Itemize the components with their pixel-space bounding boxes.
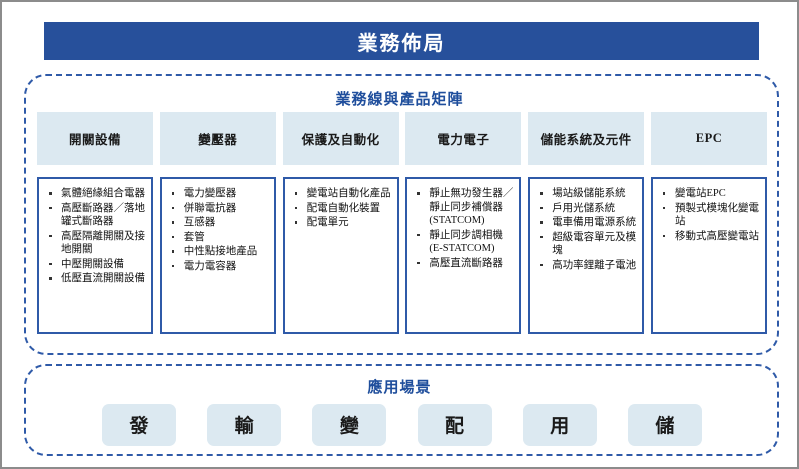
product-list-item: 戶用光儲系統 [534,202,638,216]
application-scenarios-title: 應用場景 [367,380,432,396]
product-list-item: 電車備用電源系統 [534,216,638,230]
product-list: 氣體絕緣組合電器高壓斷路器／落地罐式斷路器高壓隔離開關及接地開關中壓開關設備低壓… [43,187,147,286]
business-matrix-columns: 開關設備氣體絕緣組合電器高壓斷路器／落地罐式斷路器高壓隔離開關及接地開關中壓開關… [37,112,767,334]
matrix-column: 電力電子靜止無功發生器／靜止同步補償器 (STATCOM)靜止同步調相機 (E-… [405,112,522,334]
application-scenario-chip[interactable]: 儲 [627,403,702,446]
business-matrix-title: 業務線與產品矩陣 [335,92,464,108]
matrix-column-body: 氣體絕緣組合電器高壓斷路器／落地罐式斷路器高壓隔離開關及接地開關中壓開關設備低壓… [37,177,153,334]
business-matrix-group [24,74,779,355]
matrix-column-body: 場站級儲能系統戶用光儲系統電車備用電源系統超級電容單元及模塊高功率鋰離子電池 [528,177,645,334]
matrix-column-header[interactable]: 儲能系統及元件 [528,112,645,165]
product-list-item: 高壓斷路器／落地罐式斷路器 [43,202,147,229]
matrix-column-header[interactable]: 電力電子 [405,112,522,165]
product-list-item: 高功率鋰離子電池 [534,259,638,273]
matrix-column-header[interactable]: 變壓器 [159,112,276,165]
product-list-item: 低壓直流開關設備 [43,272,147,286]
matrix-column: 保護及自動化變電站自動化產品配電自動化裝置配電單元 [282,112,399,334]
matrix-column-header[interactable]: 保護及自動化 [282,112,399,165]
matrix-column-header[interactable]: 開關設備 [37,112,153,165]
product-list-item: 變電站自動化產品 [289,187,393,201]
product-list-item: 電力電容器 [166,260,270,274]
product-list-item: 高壓直流斷路器 [411,257,515,271]
matrix-column-body: 靜止無功發生器／靜止同步補償器 (STATCOM)靜止同步調相機 (E-STAT… [405,177,522,334]
matrix-column: 開關設備氣體絕緣組合電器高壓斷路器／落地罐式斷路器高壓隔離開關及接地開關中壓開關… [37,112,153,334]
product-list-item: 移動式高壓變電站 [657,230,761,244]
product-list: 變電站自動化產品配電自動化裝置配電單元 [289,187,393,230]
matrix-column: 儲能系統及元件場站級儲能系統戶用光儲系統電車備用電源系統超級電容單元及模塊高功率… [528,112,645,334]
matrix-column-header[interactable]: EPC [650,112,767,165]
matrix-column: 變壓器電力變壓器併聯電抗器互感器套管中性點接地產品電力電容器 [159,112,276,334]
application-scenario-chip[interactable]: 輸 [207,403,282,446]
product-list-item: 套管 [166,231,270,245]
product-list-item: 配電自動化裝置 [289,202,393,216]
product-list-item: 靜止無功發生器／靜止同步補償器 (STATCOM) [411,187,515,228]
product-list-item: 併聯電抗器 [166,202,270,216]
product-list-item: 互感器 [166,216,270,230]
product-list-item: 中性點接地產品 [166,245,270,259]
product-list-item: 配電單元 [289,216,393,230]
product-list-item: 變電站EPC [657,187,761,201]
application-scenario-chip[interactable]: 用 [522,403,597,446]
application-scenario-chip[interactable]: 發 [102,403,176,446]
product-list-item: 靜止同步調相機 (E-STATCOM) [411,229,515,256]
product-list-item: 場站級儲能系統 [534,187,638,201]
product-list-item: 高壓隔離開關及接地開關 [43,230,147,257]
product-list-item: 超級電容單元及模塊 [534,231,638,258]
product-list-item: 電力變壓器 [166,187,270,201]
banner-title: 業務佈局 [44,22,759,60]
matrix-column-body: 電力變壓器併聯電抗器互感器套管中性點接地產品電力電容器 [159,177,276,334]
product-list-item: 中壓開關設備 [43,258,147,272]
product-list: 靜止無功發生器／靜止同步補償器 (STATCOM)靜止同步調相機 (E-STAT… [411,187,515,270]
product-list: 場站級儲能系統戶用光儲系統電車備用電源系統超級電容單元及模塊高功率鋰離子電池 [534,187,638,272]
application-scenario-chip[interactable]: 變 [312,403,387,446]
application-scenario-chip[interactable]: 配 [417,403,492,446]
matrix-column-body: 變電站自動化產品配電自動化裝置配電單元 [282,177,399,334]
product-list: 電力變壓器併聯電抗器互感器套管中性點接地產品電力電容器 [166,187,270,273]
product-list-item: 氣體絕緣組合電器 [43,187,147,201]
application-scenarios-group [24,364,779,456]
application-scenario-chips: 發輸變配用儲 [102,402,702,447]
product-list-item: 預製式模塊化變電站 [657,202,761,229]
